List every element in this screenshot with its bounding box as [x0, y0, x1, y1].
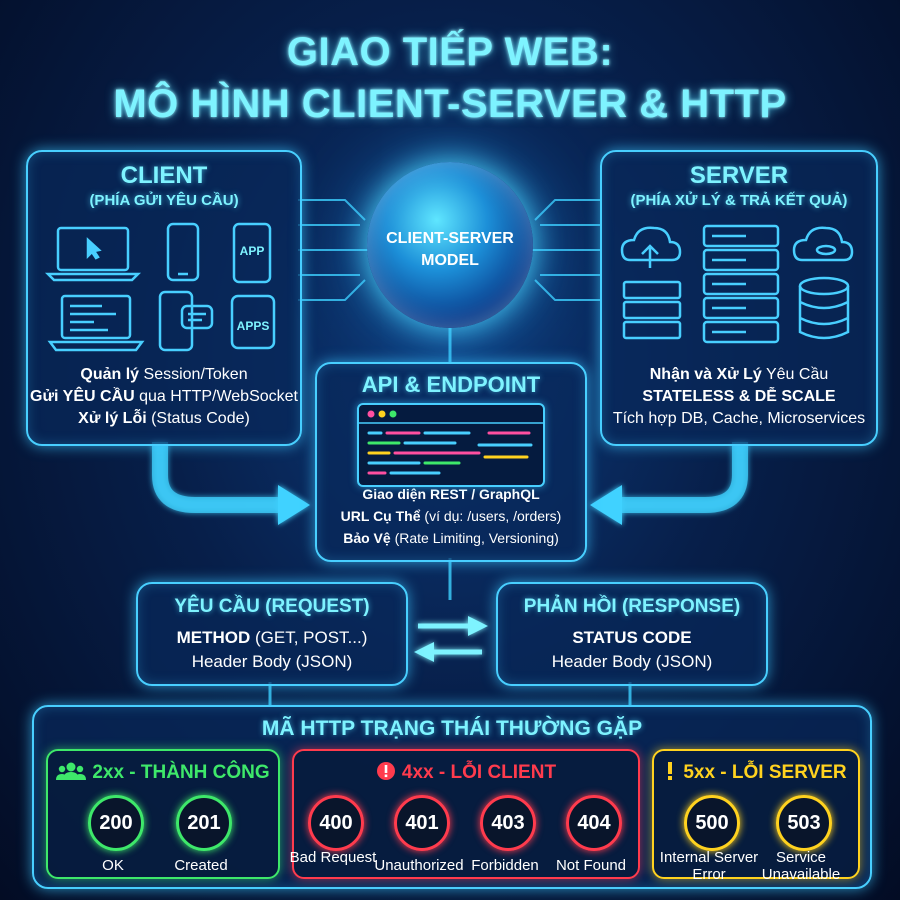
client-server-model-globe: CLIENT-SERVER MODEL: [367, 162, 533, 328]
client-title: CLIENT: [120, 162, 208, 189]
code-window-icon: [357, 403, 545, 487]
exclamation-icon: [668, 762, 673, 780]
group-5xx-title: 5xx - LỖI SERVER: [654, 761, 858, 784]
code-401: 401: [394, 795, 450, 851]
code-400: 400: [308, 795, 364, 851]
code-403-label: Forbidden: [471, 857, 539, 874]
server-line-2: STATELESS & DỄ SCALE: [642, 388, 836, 405]
code-201-label: Created: [174, 857, 228, 874]
cloud-database-icon: [792, 226, 854, 262]
laptop-icon: [44, 226, 142, 282]
client-to-api-arrow: [152, 442, 280, 513]
response-line-1: STATUS CODE: [572, 628, 692, 647]
apps-label: APPS: [236, 319, 270, 333]
server-line-3: Tích hợp DB, Cache, Microservices: [612, 410, 866, 427]
app-label: APP: [239, 244, 265, 258]
group-2xx: 2xx - THÀNH CÔNG 200 OK 201 Created: [46, 749, 280, 879]
api-line-2: URL Cụ Thể (ví dụ: /users, /orders): [340, 508, 562, 524]
group-4xx-title: 4xx - LỖI CLIENT: [294, 761, 638, 784]
client-line-2: Gửi YÊU CẦU qua HTTP/WebSocket: [30, 388, 298, 405]
request-panel: YÊU CẦU (REQUEST) METHOD (GET, POST...) …: [136, 582, 408, 686]
api-title: API & ENDPOINT: [361, 372, 541, 397]
server-rack-icon: [702, 224, 780, 344]
code-503: 503: [776, 795, 832, 851]
client-panel: CLIENT (PHÍA GỬI YÊU CẦU) APP APPS Quản …: [26, 150, 302, 446]
title-line-1: GIAO TIẾP WEB:: [286, 30, 614, 74]
group-4xx: 4xx - LỖI CLIENT 400 Bad Request 401 Una…: [290, 749, 640, 879]
code-201: 201: [176, 795, 232, 851]
client-line-1: Quản lý Session/Token: [80, 366, 248, 383]
code-400-label: Bad Request: [289, 849, 377, 866]
database-icon: [798, 276, 850, 340]
code-404: 404: [566, 795, 622, 851]
code-200-label: OK: [102, 857, 124, 874]
laptop-code-icon: [47, 294, 145, 352]
client-line-3: Xử lý Lỗi (Status Code): [78, 410, 250, 427]
status-title: MÃ HTTP TRẠNG THÁI THƯỜNG GẶP: [261, 717, 643, 740]
model-line-1: CLIENT-SERVER: [386, 230, 514, 247]
status-codes-panel: MÃ HTTP TRẠNG THÁI THƯỜNG GẶP 2xx - THÀN…: [32, 705, 872, 889]
phone-icon: [166, 222, 200, 282]
code-500-label: Internal Server Error: [659, 849, 759, 883]
code-500: 500: [684, 795, 740, 851]
group-5xx: 5xx - LỖI SERVER 500 Internal Server Err…: [652, 749, 860, 883]
server-to-api-arrow: [620, 442, 748, 513]
server-stack-icon: [620, 224, 854, 344]
code-403: 403: [480, 795, 536, 851]
app-phone-icon: [232, 222, 272, 284]
request-line-2: Header Body (JSON): [191, 652, 353, 671]
server-title: SERVER: [689, 162, 789, 189]
response-line-2: Header Body (JSON): [551, 652, 713, 671]
error-circle-icon: [376, 762, 395, 780]
response-panel: PHẢN HỒI (RESPONSE) STATUS CODE Header B…: [496, 582, 768, 686]
server-small-icon: [622, 280, 682, 340]
cloud-upload-icon: [620, 226, 682, 268]
api-line-3: Bảo Vệ (Rate Limiting, Versioning): [343, 530, 559, 546]
client-devices-icon: [44, 222, 276, 352]
server-subtitle: (PHÍA XỬ LÝ & TRẢ KẾT QUẢ): [630, 192, 848, 209]
request-line-1: METHOD (GET, POST...): [176, 628, 368, 647]
code-503-label: Service Unavailable: [761, 849, 841, 883]
code-404-label: Not Found: [555, 857, 627, 874]
code-200: 200: [88, 795, 144, 851]
server-panel: SERVER (PHÍA XỬ LÝ & TRẢ KẾT QUẢ) Nhận v…: [600, 150, 878, 446]
request-title: YÊU CẦU (REQUEST): [174, 596, 370, 617]
chat-phone-icon: [158, 290, 214, 352]
apps-tablet-icon: [230, 294, 276, 350]
users-icon: [56, 762, 87, 780]
response-title: PHẢN HỒI (RESPONSE): [523, 596, 741, 617]
client-subtitle: (PHÍA GỬI YÊU CẦU): [89, 192, 239, 209]
code-401-label: Unauthorized: [374, 857, 464, 874]
group-2xx-title: 2xx - THÀNH CÔNG: [48, 761, 278, 784]
title-line-2: MÔ HÌNH CLIENT-SERVER & HTTP: [113, 82, 787, 126]
api-line-1: Giao diện REST / GraphQL: [362, 486, 540, 502]
model-line-2: MODEL: [421, 252, 479, 269]
server-line-1: Nhận và Xử Lý Yêu Cầu: [649, 366, 829, 383]
